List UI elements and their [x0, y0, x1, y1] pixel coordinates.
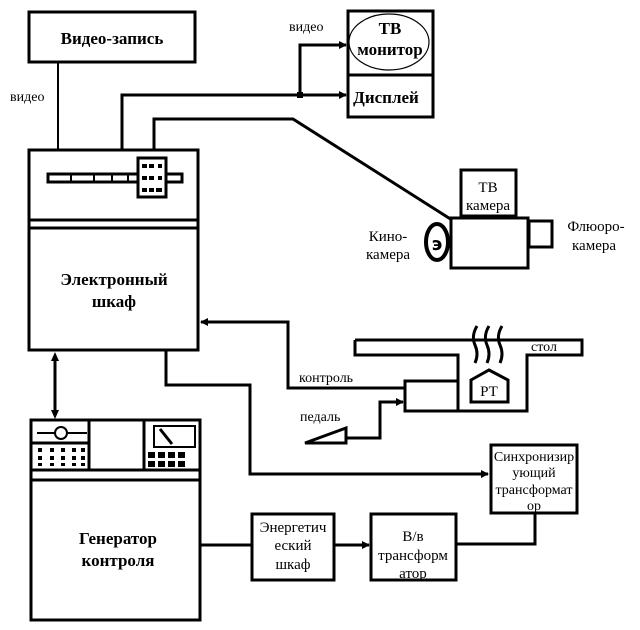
- film-strip-icon: [46, 156, 184, 199]
- gauge-knob-icon: [54, 426, 68, 440]
- edge-label-pedal: педаль: [300, 410, 340, 425]
- cine-camera-label-1: Кино-: [369, 229, 408, 245]
- electronic-cabinet-node: Электронный шкаф: [27, 148, 200, 352]
- electronic-cabinet-label-1: Электронный: [60, 270, 168, 289]
- edge-control-cabinet: [200, 318, 405, 390]
- arrow-up-icon: [51, 352, 59, 361]
- edge-cabinet-tv-monitor: [298, 41, 347, 95]
- sync-transformer-node: Синхронизир ующий трансформат ор: [489, 443, 579, 515]
- table-node: стол РТ: [353, 325, 584, 413]
- sync-transformer-label-1: Синхронизир: [494, 450, 574, 465]
- radiation-waves-icon: [471, 325, 504, 364]
- sync-transformer-label-3: трансформат: [496, 483, 573, 498]
- tv-monitor-screen-icon: [348, 13, 430, 71]
- edge-cabinet-sync-transformer: [164, 350, 489, 478]
- table-control-box: [403, 379, 460, 413]
- table-label: стол: [531, 340, 557, 355]
- junction-dot: [297, 92, 303, 98]
- fluoro-camera-label-2: камера: [572, 238, 616, 254]
- generator-label-1: Генератор: [79, 529, 157, 548]
- sync-transformer-label-4: ор: [527, 499, 541, 514]
- video-record-label: Видео-запись: [61, 29, 164, 48]
- edge-label-video-top: видео: [289, 20, 323, 35]
- tv-camera-label-2: камера: [466, 198, 510, 214]
- cine-camera-lens-icon: [424, 222, 450, 262]
- hv-transformer-label-2: трансформ: [378, 548, 448, 564]
- energy-cabinet-label-3: шкаф: [276, 557, 311, 573]
- display-label: Дисплей: [353, 88, 419, 107]
- sync-transformer-label-2: ующий: [512, 466, 556, 481]
- tv-monitor-label-2: монитор: [357, 40, 423, 59]
- video-record-node: Видео-запись: [27, 10, 197, 64]
- hv-transformer-label-1: В/в: [402, 529, 423, 545]
- buttons-icon: [148, 452, 185, 467]
- tv-camera-label-1: ТВ: [478, 180, 497, 196]
- edge-label-video-left: видео: [10, 90, 44, 105]
- cine-camera-reel-icon: э: [432, 234, 443, 255]
- camera-assembly-node: ТВ камера э: [424, 168, 554, 270]
- energy-cabinet-label-1: Энергетич: [260, 520, 327, 536]
- edge-pedal-table: [346, 398, 404, 440]
- hv-transformer-label-3: атор: [399, 566, 427, 582]
- edge-label-control: контроль: [299, 371, 353, 386]
- x-ray-tube-icon: РТ: [469, 368, 510, 404]
- tv-monitor-label-1: ТВ: [379, 19, 402, 38]
- tube-label: РТ: [480, 384, 498, 400]
- generator-node: Генератор контроля: [29, 418, 202, 622]
- hv-transformer-node: В/в трансформ атор: [369, 512, 458, 582]
- generator-label-2: контроля: [82, 551, 155, 570]
- electronic-cabinet-label-2: шкаф: [92, 292, 136, 311]
- keypad-icon: [38, 448, 85, 466]
- arrow-down-icon: [51, 410, 59, 419]
- energy-cabinet-node: Энергетич еский шкаф: [250, 512, 336, 582]
- pedal-icon: [304, 425, 348, 445]
- edge-hv-sync: [456, 512, 537, 546]
- energy-cabinet-label-2: еский: [274, 538, 311, 554]
- fluoro-camera-label-1: Флюоро-: [567, 219, 624, 235]
- meter-icon: [153, 425, 196, 448]
- edge-cabinet-display: [120, 91, 347, 150]
- cine-camera-label-2: камера: [366, 247, 410, 263]
- edge-cabinet-tv-camera: [152, 117, 453, 222]
- monitor-display-node: ТВ монитор Дисплей: [346, 9, 435, 119]
